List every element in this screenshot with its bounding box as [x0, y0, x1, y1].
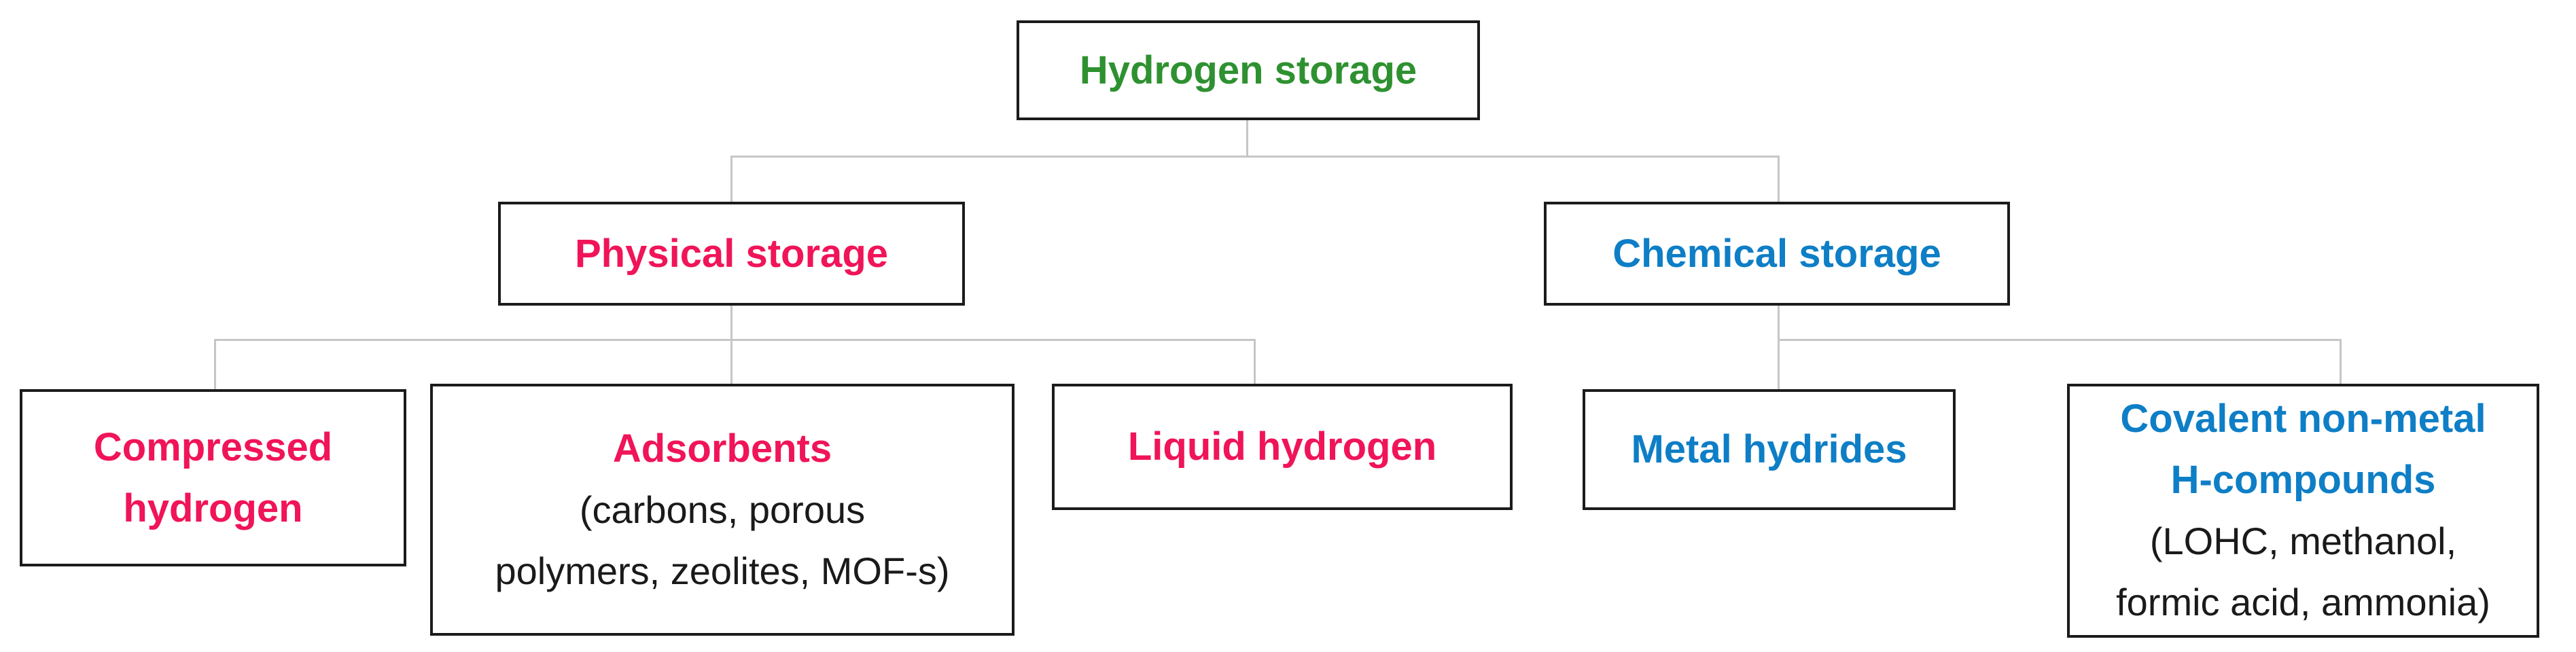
connector-physical-drop	[730, 156, 733, 202]
connector-compressed-drop	[214, 339, 216, 389]
node-covalent-non-metal-title-line: H-compounds	[2170, 458, 2436, 502]
node-adsorbents-subtitle-line: polymers, zeolites, MOF-s)	[495, 549, 950, 592]
node-adsorbents-subtitle-line: (carbons, porous	[579, 488, 866, 531]
connector-covalent-drop	[2340, 339, 2342, 384]
node-adsorbents: Adsorbents (carbons, porous polymers, ze…	[430, 384, 1014, 636]
node-liquid-hydrogen: Liquid hydrogen	[1052, 384, 1513, 510]
connector-chemical-drop	[1778, 156, 1780, 202]
node-covalent-non-metal-subtitle-line: formic acid, ammonia)	[2116, 581, 2490, 623]
node-chemical-storage-label: Chemical storage	[1612, 231, 1941, 276]
node-adsorbents-title: Adsorbents	[612, 426, 832, 471]
node-chemical-storage: Chemical storage	[1544, 202, 2010, 306]
node-compressed-hydrogen-label-line: Compressed	[93, 424, 333, 469]
node-metal-hydrides: Metal hydrides	[1583, 389, 1956, 510]
node-hydrogen-storage: Hydrogen storage	[1017, 20, 1480, 120]
connector-physical-hbar	[214, 339, 1256, 341]
node-covalent-non-metal-title-line: Covalent non-metal	[2120, 397, 2486, 441]
connector-liquid-drop	[1254, 339, 1256, 384]
connector-chemical-hbar	[1778, 339, 2342, 341]
node-metal-hydrides-label: Metal hydrides	[1631, 427, 1907, 471]
node-hydrogen-storage-label: Hydrogen storage	[1079, 48, 1417, 92]
node-compressed-hydrogen: Compressed hydrogen	[20, 389, 406, 566]
node-covalent-non-metal-subtitle-line: (LOHC, methanol,	[2149, 520, 2457, 562]
node-covalent-non-metal: Covalent non-metal H-compounds (LOHC, me…	[2067, 384, 2539, 638]
node-liquid-hydrogen-label: Liquid hydrogen	[1127, 424, 1437, 469]
connector-physical-stem	[730, 306, 733, 384]
connector-root-stem	[1246, 120, 1248, 156]
node-physical-storage: Physical storage	[498, 202, 965, 306]
node-compressed-hydrogen-label-line: hydrogen	[123, 486, 303, 530]
node-physical-storage-label: Physical storage	[575, 231, 888, 276]
connector-chemical-stem	[1778, 306, 1780, 389]
connector-level1-hbar	[730, 156, 1780, 158]
